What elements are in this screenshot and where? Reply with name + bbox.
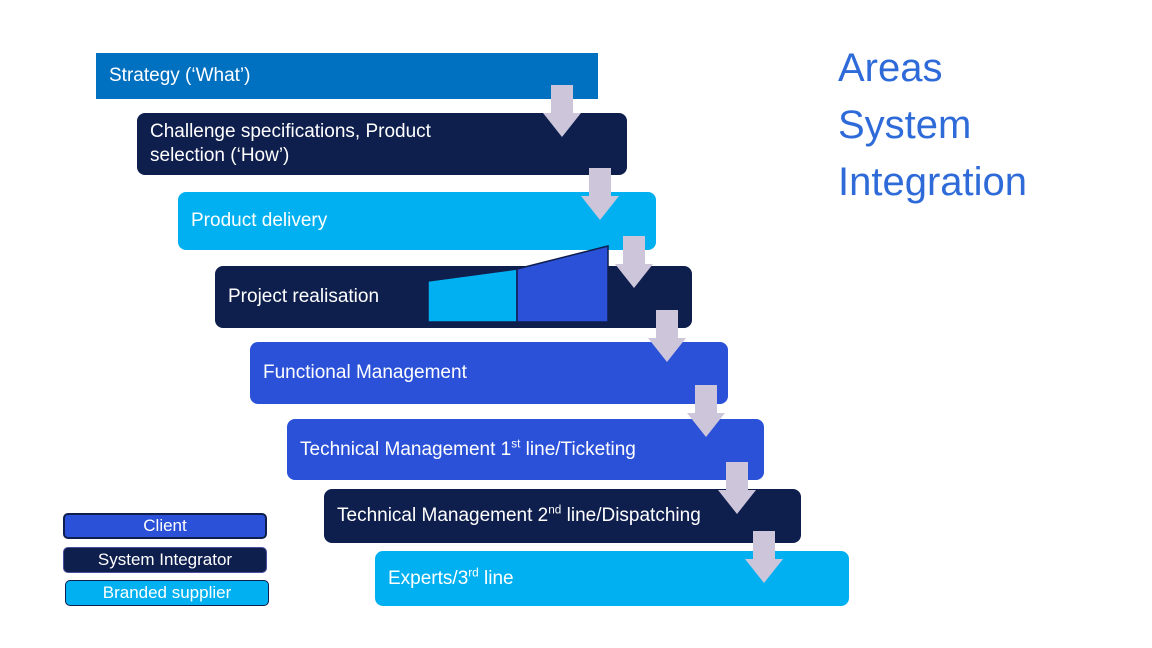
down-arrow-6 [718, 462, 756, 514]
down-arrow-head [615, 264, 653, 288]
down-arrow-2 [581, 168, 619, 220]
down-arrow-4 [648, 310, 686, 362]
down-arrow-head [648, 338, 686, 362]
stage-label-project-realisation: Project realisation [228, 286, 380, 308]
stage-bar-technical-management-1st-line: Technical Management 1st line/Ticketing [287, 419, 764, 480]
down-arrow-head [581, 196, 619, 220]
legend-label-branded-supplier: Branded supplier [102, 583, 232, 602]
down-arrow-head [745, 559, 783, 583]
wedge-right-segment [516, 245, 609, 323]
stage-label-experts-3rd-line: Experts/3rd line [388, 566, 514, 589]
down-arrow-stem [589, 168, 611, 196]
down-arrow-stem [695, 385, 717, 413]
down-arrow-3 [615, 236, 653, 288]
legend-item-system-integrator: System Integrator [63, 547, 267, 573]
legend-label-client: Client [143, 516, 187, 535]
legend-item-branded-supplier: Branded supplier [65, 580, 269, 606]
down-arrow-stem [753, 531, 775, 559]
down-arrow-stem [726, 462, 748, 490]
wedge-left-segment [427, 268, 518, 323]
stage-label-technical-management-2nd-line: Technical Management 2nd line/Dispatchin… [337, 503, 701, 527]
stage-label-challenge-specifications: Challenge specifications, Product select… [150, 121, 431, 166]
down-arrow-head [718, 490, 756, 514]
legend-label-system-integrator: System Integrator [97, 550, 233, 569]
stage-bar-product-delivery: Product delivery [178, 192, 656, 250]
growth-wedge [425, 242, 611, 331]
stage-label-strategy: Strategy (‘What’) [109, 65, 251, 87]
down-arrow-stem [551, 85, 573, 113]
down-arrow-head [687, 413, 725, 437]
page-title: Areas System Integration [838, 46, 1028, 205]
down-arrow-7 [745, 531, 783, 583]
stage-label-technical-management-1st-line: Technical Management 1st line/Ticketing [300, 437, 636, 460]
legend-item-client: Client [63, 513, 267, 539]
stage-label-functional-management: Functional Management [263, 362, 467, 384]
stage-label-product-delivery: Product delivery [191, 210, 328, 232]
down-arrow-head [543, 113, 581, 137]
down-arrow-1 [543, 85, 581, 137]
down-arrow-stem [623, 236, 645, 264]
down-arrow-stem [656, 310, 678, 338]
stage-bar-strategy: Strategy (‘What’) [96, 53, 598, 99]
down-arrow-5 [687, 385, 725, 437]
